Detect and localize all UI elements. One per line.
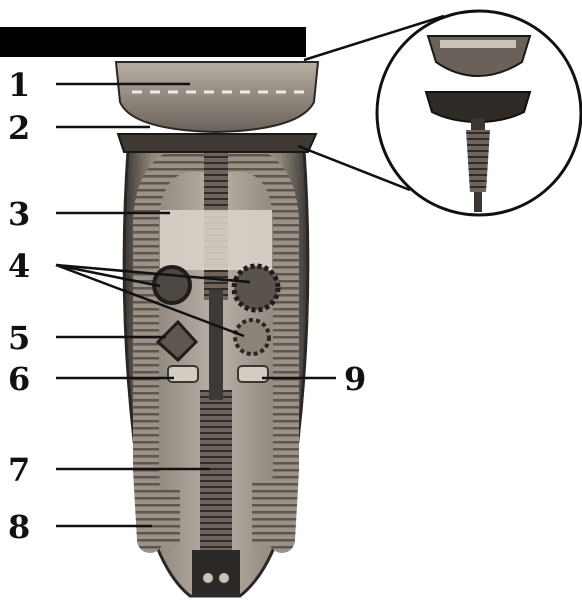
callout-6: 6 — [8, 360, 30, 398]
device-body — [124, 150, 308, 596]
callout-3: 3 — [8, 195, 30, 233]
header-bar — [0, 27, 306, 57]
callout-1: 1 — [8, 66, 30, 104]
callout-8: 8 — [8, 508, 30, 546]
top-cap — [116, 62, 318, 132]
callout-5: 5 — [8, 319, 30, 357]
callout-4: 4 — [8, 247, 30, 285]
inset-detail — [377, 11, 581, 215]
base-plate — [118, 134, 316, 152]
callout-7: 7 — [8, 451, 30, 489]
callout-9: 9 — [344, 360, 366, 398]
callout-2: 2 — [8, 109, 30, 147]
